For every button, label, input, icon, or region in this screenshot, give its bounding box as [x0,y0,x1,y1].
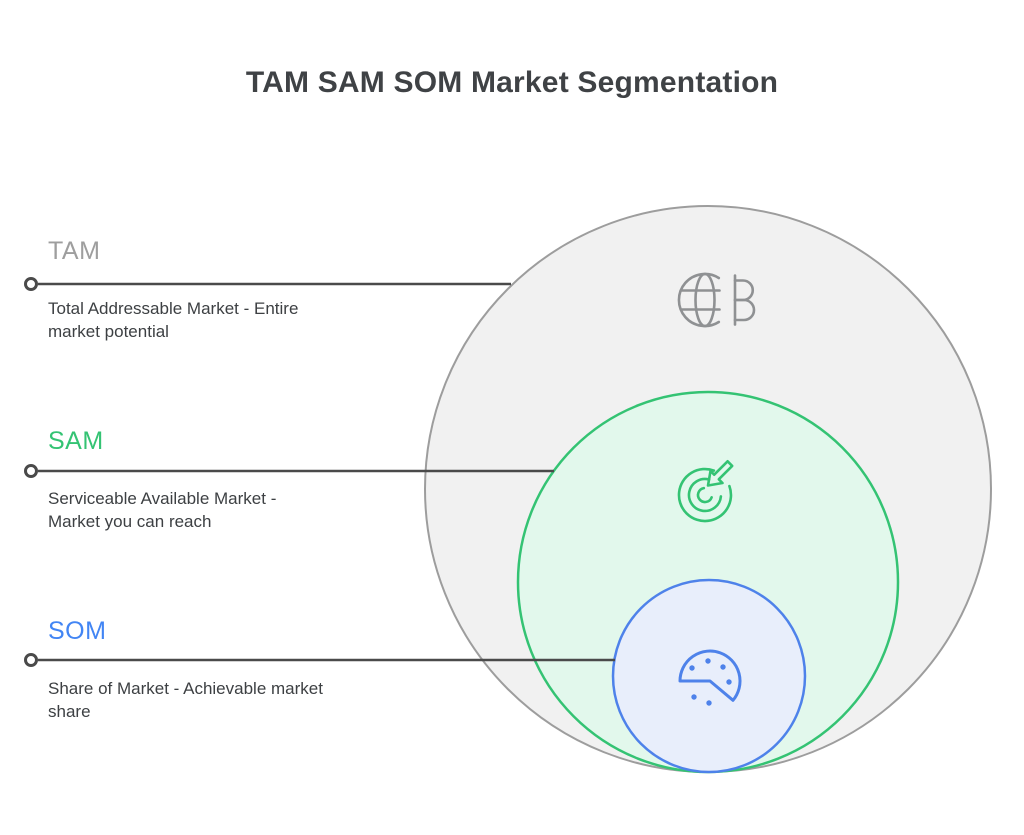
som-circle [611,578,807,774]
sam-connector-marker [24,464,38,478]
sam-description-line1: Serviceable Available Market - [48,489,277,508]
sam-description-line2: Market you can reach [48,512,212,531]
sam-connector-line [24,464,554,478]
tam-connector-line [24,277,511,291]
tam-description-line1: Total Addressable Market - Entire [48,299,299,318]
som-connector-marker [24,653,38,667]
tam-description: Total Addressable Market - Entire market… [48,297,298,343]
globe-currency-icon [677,272,756,328]
tam-label: TAM [48,237,101,265]
pie-share-icon [678,649,742,706]
som-description-line2: share [48,702,91,721]
tam-description-line2: market potential [48,322,169,341]
som-description-line1: Share of Market - Achievable market [48,679,323,698]
target-arrow-icon [677,460,734,523]
som-connector-line [24,653,615,667]
tam-connector-marker [24,277,38,291]
som-description: Share of Market - Achievable market shar… [48,677,323,723]
sam-description: Serviceable Available Market - Market yo… [48,487,276,533]
som-label: SOM [48,617,107,645]
page-title: TAM SAM SOM Market Segmentation [245,66,779,99]
sam-label: SAM [48,427,104,455]
